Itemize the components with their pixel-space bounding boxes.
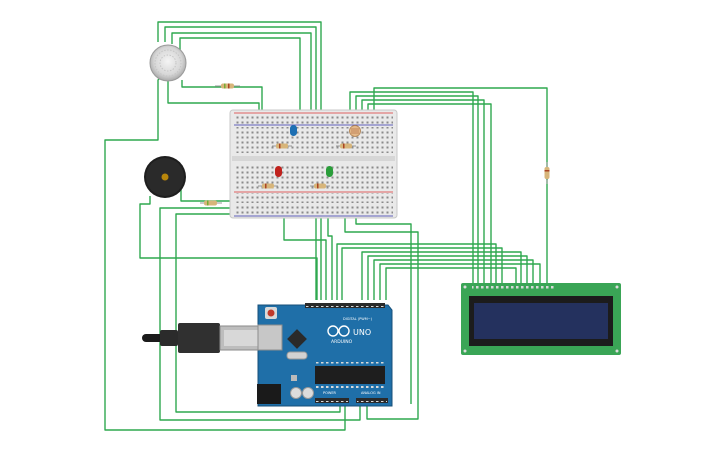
wire bbox=[167, 78, 260, 113]
arduino-model: UNO bbox=[353, 328, 371, 337]
gas-sensor-icon[interactable] bbox=[149, 44, 187, 82]
wire bbox=[336, 243, 497, 300]
resistors bbox=[200, 83, 550, 206]
led-green[interactable] bbox=[326, 166, 333, 177]
resistor[interactable] bbox=[200, 200, 222, 206]
resistor[interactable] bbox=[310, 183, 330, 189]
wire bbox=[361, 99, 485, 287]
resistor[interactable] bbox=[336, 143, 356, 149]
led-blue[interactable] bbox=[290, 125, 297, 136]
wire bbox=[367, 255, 528, 300]
arduino-uno-board[interactable]: ARDUINO UNO DIGITAL (PWM~) POWER ANALOG … bbox=[257, 303, 393, 407]
wire bbox=[175, 213, 341, 413]
wire bbox=[139, 196, 318, 300]
resistor[interactable] bbox=[258, 183, 278, 189]
wire bbox=[171, 32, 312, 118]
resistor[interactable] bbox=[544, 162, 550, 184]
leds bbox=[275, 125, 333, 177]
wire bbox=[367, 103, 492, 287]
resistor[interactable] bbox=[272, 143, 292, 149]
wire bbox=[104, 77, 346, 431]
wire bbox=[159, 207, 361, 421]
photoresistor-icon[interactable] bbox=[349, 125, 361, 137]
wire bbox=[283, 212, 327, 300]
arduino-analog-label: ANALOG IN bbox=[361, 391, 381, 395]
usb-cable[interactable] bbox=[142, 323, 269, 353]
wire bbox=[373, 259, 534, 300]
wire bbox=[379, 263, 541, 300]
arduino-digital-label: DIGITAL (PWM~) bbox=[343, 317, 373, 321]
wire bbox=[179, 37, 301, 118]
wire bbox=[344, 208, 419, 420]
wire bbox=[385, 267, 517, 300]
resistor[interactable] bbox=[215, 83, 240, 89]
breadboard[interactable] bbox=[229, 109, 398, 219]
wire bbox=[355, 95, 479, 287]
wire bbox=[349, 91, 474, 287]
piezo-buzzer-icon[interactable] bbox=[144, 156, 186, 198]
arduino-power-label: POWER bbox=[323, 391, 337, 395]
lcd-display-16x2[interactable] bbox=[461, 283, 621, 355]
arduino-logo-icon bbox=[327, 325, 350, 337]
wire bbox=[373, 87, 548, 287]
arduino-brand: ARDUINO bbox=[331, 339, 353, 345]
led-red[interactable] bbox=[275, 166, 282, 177]
wire bbox=[361, 251, 522, 300]
